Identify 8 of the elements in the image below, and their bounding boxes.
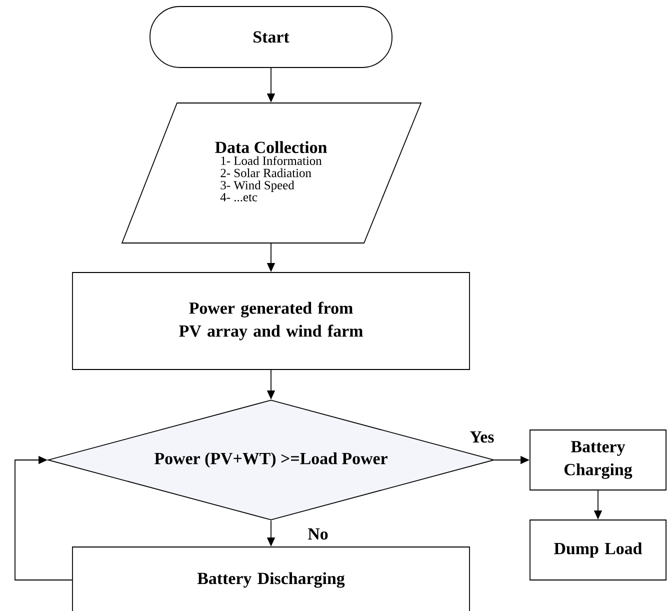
terminal-box: Start xyxy=(150,6,392,68)
edge-label: Yes xyxy=(468,430,496,444)
process-box: Battery Discharging xyxy=(72,546,470,611)
process-box: Battery Charging xyxy=(530,430,666,490)
edge-label: No xyxy=(306,527,330,541)
process-box: Power generated from PV array and wind farm xyxy=(72,272,470,370)
process-box: Dump Load xyxy=(530,520,666,580)
arrow xyxy=(14,456,72,580)
